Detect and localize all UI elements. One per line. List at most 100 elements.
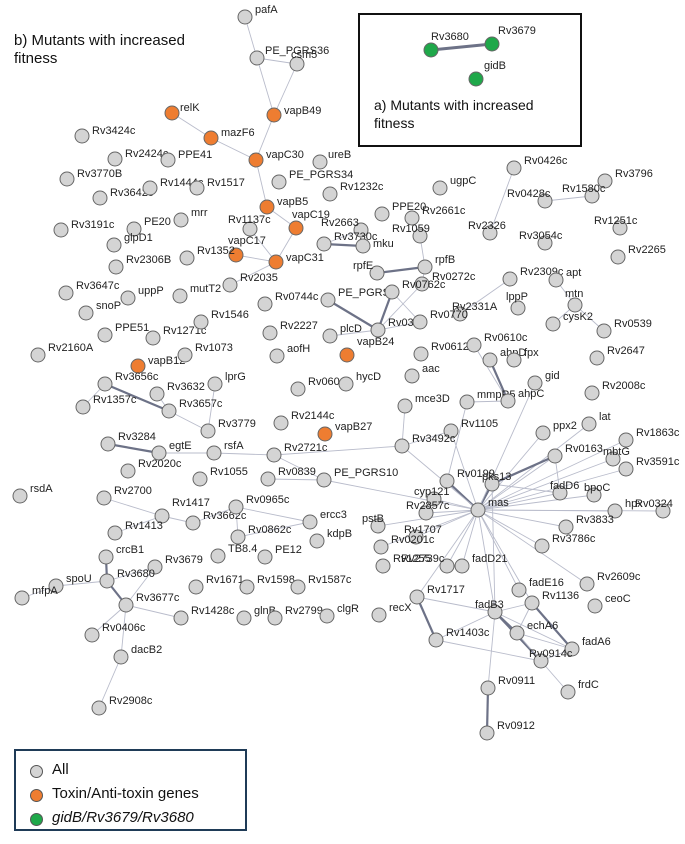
node-rv2424c-circle[interactable] bbox=[107, 151, 123, 167]
node-rv1546[interactable]: Rv1546 bbox=[193, 309, 249, 330]
node-rv0539-circle[interactable] bbox=[596, 323, 612, 339]
node-rv1671-circle[interactable] bbox=[188, 579, 204, 595]
node-rv1232c[interactable]: Rv1232c bbox=[322, 181, 384, 202]
node-rv1055[interactable]: Rv1055 bbox=[192, 466, 248, 487]
node-rv2647[interactable]: Rv2647 bbox=[589, 345, 645, 366]
node-rv3647c[interactable]: Rv3647c bbox=[58, 280, 120, 301]
node-rv1587c-circle[interactable] bbox=[290, 579, 306, 595]
node-glnb-circle[interactable] bbox=[236, 610, 252, 626]
node-rv1580c-circle[interactable] bbox=[584, 188, 600, 204]
node-rv2326[interactable]: Rv2326 bbox=[468, 220, 506, 241]
node-rv3679[interactable]: Rv3679 bbox=[147, 554, 203, 575]
node-rv0612-circle[interactable] bbox=[413, 346, 429, 362]
node-mbtg[interactable]: mbtG bbox=[603, 446, 630, 467]
node-rv3054c-circle[interactable] bbox=[537, 235, 553, 251]
node-bpoc[interactable]: bpoC bbox=[584, 482, 610, 503]
node-rv2020c-circle[interactable] bbox=[120, 463, 136, 479]
node-vapc31[interactable]: vapC31 bbox=[268, 252, 324, 270]
node-mce3d-circle[interactable] bbox=[397, 398, 413, 414]
node-rv1517[interactable]: Rv1517 bbox=[189, 177, 245, 196]
node-mku-circle[interactable] bbox=[355, 238, 371, 254]
node-fade16[interactable]: fadE16 bbox=[511, 577, 564, 598]
node-mutt2[interactable]: mutT2 bbox=[172, 283, 221, 304]
node-kdpb[interactable]: kdpB bbox=[309, 528, 352, 549]
node-rv0770-circle[interactable] bbox=[412, 314, 428, 330]
node-gid[interactable]: gid bbox=[527, 370, 560, 391]
node-rv3656c[interactable]: Rv3656c bbox=[97, 371, 159, 392]
node-ugpc-circle[interactable] bbox=[432, 180, 448, 196]
node-spou-circle[interactable] bbox=[48, 578, 64, 594]
node-tb8-4-circle[interactable] bbox=[210, 548, 226, 564]
node-rv2661c[interactable]: Rv2661c bbox=[404, 205, 466, 226]
node-rv0862c-circle[interactable] bbox=[230, 529, 246, 545]
node-rv0201c[interactable]: Rv0201c bbox=[373, 534, 435, 555]
node-clgr-circle[interactable] bbox=[319, 608, 335, 624]
node-rv0201c-circle[interactable] bbox=[373, 539, 389, 555]
node-ceoc-circle[interactable] bbox=[587, 598, 603, 614]
node-rv1598-circle[interactable] bbox=[239, 579, 255, 595]
node-rpfb[interactable]: rpfB bbox=[417, 254, 455, 275]
node-lprg[interactable]: lprG bbox=[207, 371, 246, 392]
node-rv3796-circle[interactable] bbox=[597, 173, 613, 189]
node-vapb27[interactable]: vapB27 bbox=[317, 421, 372, 442]
node-snop-circle[interactable] bbox=[78, 305, 94, 321]
node-rv3677c-circle[interactable] bbox=[118, 597, 134, 613]
node-clgr[interactable]: clgR bbox=[319, 603, 359, 624]
node-tb8-4[interactable]: TB8.4 bbox=[210, 543, 257, 564]
node-csm5[interactable]: csm5 bbox=[289, 49, 317, 72]
node-rv1517-circle[interactable] bbox=[189, 180, 205, 196]
node-vapc30[interactable]: vapC30 bbox=[248, 149, 304, 168]
node-rv0610c[interactable]: Rv0610c bbox=[466, 332, 528, 353]
node-rv2309c-circle[interactable] bbox=[502, 271, 518, 287]
node-vapc17-circle[interactable] bbox=[228, 247, 244, 263]
node-ceoc[interactable]: ceoC bbox=[587, 593, 631, 614]
node-rv2144c[interactable]: Rv2144c bbox=[273, 410, 335, 431]
node-rv1598[interactable]: Rv1598 bbox=[239, 574, 295, 595]
node-vapc31-circle[interactable] bbox=[268, 254, 284, 270]
node-rv2739c-circle[interactable] bbox=[439, 558, 455, 574]
node-rv1417-circle[interactable] bbox=[154, 508, 170, 524]
node-rv3779-circle[interactable] bbox=[200, 423, 216, 439]
node-mazf6-circle[interactable] bbox=[203, 130, 219, 146]
node-aac[interactable]: aac bbox=[404, 363, 440, 384]
node-rv1255[interactable]: Rv1255 bbox=[375, 553, 431, 574]
node-rpfb-circle[interactable] bbox=[417, 259, 433, 275]
node-rv2227[interactable]: Rv2227 bbox=[262, 320, 318, 341]
node-pe-pgrs34[interactable]: PE_PGRS34 bbox=[271, 169, 353, 190]
node-rv3677c[interactable]: Rv3677c bbox=[118, 592, 180, 613]
node-rv3833-circle[interactable] bbox=[558, 519, 574, 535]
node-rv2265[interactable]: Rv2265 bbox=[610, 244, 666, 265]
node-vapb5-circle[interactable] bbox=[259, 199, 275, 215]
node-rv1357c[interactable]: Rv1357c bbox=[75, 394, 137, 415]
node-rv0744c-circle[interactable] bbox=[257, 296, 273, 312]
node-rv2661c-circle[interactable] bbox=[404, 210, 420, 226]
inset-node-rv3679-circle[interactable] bbox=[484, 36, 500, 52]
node-rv0965c-circle[interactable] bbox=[228, 499, 244, 515]
node-snop[interactable]: snoP bbox=[78, 300, 121, 321]
node-rv0324-circle[interactable] bbox=[655, 503, 671, 519]
node-dacb2[interactable]: dacB2 bbox=[113, 644, 162, 665]
node-rsfa[interactable]: rsfA bbox=[206, 440, 244, 461]
node-rv3492c[interactable]: Rv3492c bbox=[394, 433, 456, 454]
node-rsfa-circle[interactable] bbox=[206, 445, 222, 461]
node-rv2160a[interactable]: Rv2160A bbox=[30, 342, 94, 363]
node-rsda[interactable]: rsdA bbox=[12, 483, 53, 504]
node-rv0914c[interactable]: Rv0914c bbox=[529, 648, 573, 669]
node-ahpc[interactable]: ahpC bbox=[500, 388, 544, 409]
node-rv0406c[interactable]: Rv0406c bbox=[84, 622, 146, 643]
node-fadd21[interactable]: fadD21 bbox=[454, 553, 507, 574]
node-rv3657c-circle[interactable] bbox=[161, 403, 177, 419]
node-vapb49[interactable]: vapB49 bbox=[266, 105, 321, 123]
node-pe-pgrs[interactable]: PE_PGRS bbox=[320, 287, 390, 308]
node-rv1271c[interactable]: Rv1271c bbox=[145, 325, 207, 346]
node-rv3779[interactable]: Rv3779 bbox=[200, 418, 256, 439]
node-hpx[interactable]: hpx bbox=[607, 498, 643, 519]
node-vapb5[interactable]: vapB5 bbox=[259, 196, 308, 215]
node-rv3680-circle[interactable] bbox=[99, 573, 115, 589]
node-ppe20-circle[interactable] bbox=[374, 206, 390, 222]
node-rv2144c-circle[interactable] bbox=[273, 415, 289, 431]
node-rv1251c-circle[interactable] bbox=[612, 220, 628, 236]
node-rv1403c-circle[interactable] bbox=[428, 632, 444, 648]
node-rv3054c[interactable]: Rv3054c bbox=[519, 230, 563, 251]
node-plcd-circle[interactable] bbox=[322, 328, 338, 344]
